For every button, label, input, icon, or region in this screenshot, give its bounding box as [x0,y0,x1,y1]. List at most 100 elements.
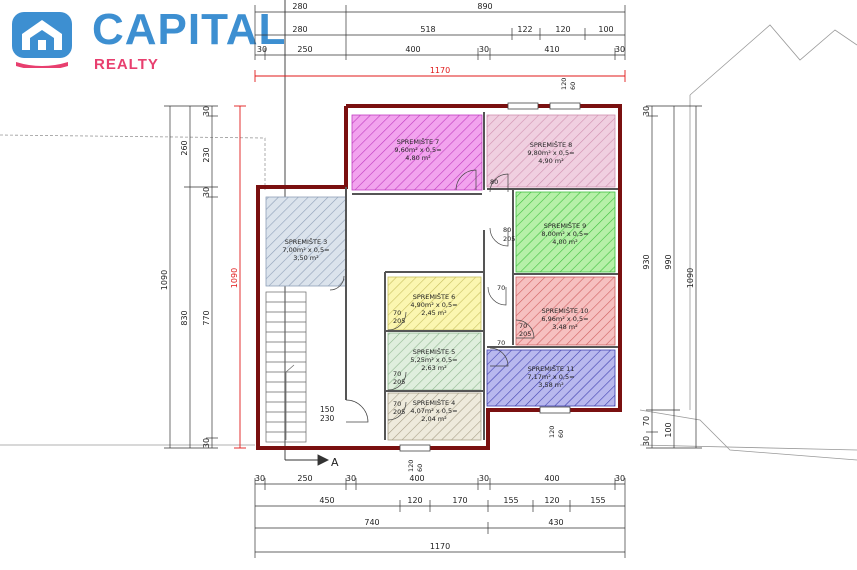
dim-bot-r1-6: 30 [615,474,625,483]
dimension-lines-bottom [254,478,626,558]
dim-bot-r2-5: 155 [590,496,605,505]
dim-left-inner-0: 30 [202,106,211,116]
room-9 [515,191,616,273]
door-d3-w: 70 [393,309,401,317]
dim-right-mid-0: 990 [664,254,673,269]
opening-labels: 80 80 205 70 205 70 205 70 205 70 205 70… [320,78,577,472]
dimension-line-left-red [234,105,246,449]
dim-left-mid-0: 260 [180,140,189,155]
dim-bot-r1-0: 30 [255,474,265,483]
dim-bot-r1-2: 30 [346,474,356,483]
window-w3-h: 60 [416,464,424,472]
room-label-r11-area: 3,58 m² [538,381,564,389]
outer-walls [256,104,622,450]
room-label-r7-name: SPREMIŠTE 7 [397,137,440,146]
dim-top-r3-1: 250 [297,45,312,54]
door-d6-w: 70 [519,322,527,330]
window-w2-w: 120 [548,426,556,438]
dim-bot-r2-2: 170 [452,496,467,505]
dim-top-r1-0: 280 [292,2,307,11]
dim-top-r3-5: 30 [615,45,625,54]
room-label-r8-area: 4,90 m² [538,157,564,165]
dimension-line-total-top [254,70,626,82]
dimension-lines-right [646,105,702,449]
dim-top-r3-2: 400 [405,45,420,54]
door-d7-w: 70 [497,284,505,292]
company-logo: CAPITAL REALTY [12,6,285,76]
room-label-r4-formula: 4,07m² x 0,5= [410,407,457,415]
dim-bot-r1-4: 30 [479,474,489,483]
dim-bot-r1-3: 400 [409,474,424,483]
room-label-r11-name: SPREMIŠTE 11 [528,364,575,373]
window-w1-w: 120 [560,78,568,90]
dim-right-mid-1: 100 [664,422,673,437]
dim-top-r1-1: 890 [477,2,492,11]
room-10 [515,276,616,346]
dim-top-r2-2: 122 [517,25,532,34]
door-d8-w: 70 [497,339,505,347]
room-11 [486,349,616,407]
window-w3-w: 120 [407,460,415,472]
room-label-r6-name: SPREMIŠTE 6 [413,292,456,301]
room-label-r3-formula: 7,00m² x 0,5= [282,246,329,254]
inner-walls [345,112,618,440]
dim-bot-r2-1: 120 [407,496,422,505]
window-w1-h: 60 [569,82,577,90]
dim-bot-r1-5: 400 [544,474,559,483]
door-swings [329,169,535,423]
house-logo-icon [12,12,72,68]
room-label-r6-area: 2,45 m² [421,309,447,317]
dim-right-inner-0: 30 [642,106,651,116]
room-label-r7-formula: 9,60m² x 0,5= [394,146,441,154]
room-label-r10-area: 3,48 m² [552,323,578,331]
window-w2-h: 60 [557,430,565,438]
dim-bot-r2-4: 120 [544,496,559,505]
dim-left-red: 1090 [230,268,239,288]
room-label-r5-formula: 5,25m² x 0,5= [410,356,457,364]
room-label-r10-formula: 6,96m² x 0,5= [541,315,588,323]
dim-top-r3-0: 30 [257,45,267,54]
dim-text-right: 30 930 70 30 990 100 1090 [642,106,695,446]
brand-name: CAPITAL [92,5,287,54]
door-d9-h: 230 [320,414,335,423]
dim-right-inner-1: 930 [642,254,651,269]
dim-top-r2-4: 100 [598,25,613,34]
door-d2-w: 80 [503,226,511,234]
room-label-r9-formula: 8,00m² x 0,5= [541,230,588,238]
room-label-r7-area: 4,80 m² [405,154,431,162]
room-label-r9-area: 4,00 m² [552,238,578,246]
windows [399,102,581,452]
brand-sub: REALTY [94,56,159,73]
door-d5-h: 205 [393,408,405,416]
door-d2-h: 205 [503,235,515,243]
door-d4-w: 70 [393,370,401,378]
section-marker: A [331,456,339,469]
dim-text-left: 1090 260 830 30 230 30 770 30 1090 [160,106,239,448]
dim-top-r2-1: 518 [420,25,435,34]
dimension-lines-left [164,105,218,449]
room-label-r5-name: SPREMIŠTE 5 [413,347,456,356]
dim-top-r2-0: 280 [292,25,307,34]
dim-top-total: 1170 [430,66,450,75]
dim-right-inner-2: 70 [642,416,651,426]
dim-bot-r1-1: 250 [297,474,312,483]
room-label-r10-name: SPREMIŠTE 10 [542,306,589,315]
dim-text-bottom: 30 250 30 400 30 400 30 450 120 170 155 … [255,474,625,551]
dim-top-r3-3: 30 [479,45,489,54]
dim-bot-r3-1: 430 [548,518,563,527]
door-d4-h: 205 [393,378,405,386]
door-d6-h: 205 [519,330,531,338]
room-label-r6-formula: 4,90m² x 0,5= [410,301,457,309]
room-label-r4-area: 2,04 m² [421,415,447,423]
dim-left-inner-3: 770 [202,310,211,325]
room-label-r5-area: 2,63 m² [421,364,447,372]
dim-left-outer: 1090 [160,270,169,290]
room-3 [265,196,347,287]
dim-left-inner-4: 30 [202,438,211,448]
staircase [265,291,307,443]
room-label-r11-formula: 7,17m² x 0,5= [527,373,574,381]
dim-bot-r2-0: 450 [319,496,334,505]
neighbour-outlines [0,24,857,461]
dim-left-inner-1: 230 [202,147,211,162]
